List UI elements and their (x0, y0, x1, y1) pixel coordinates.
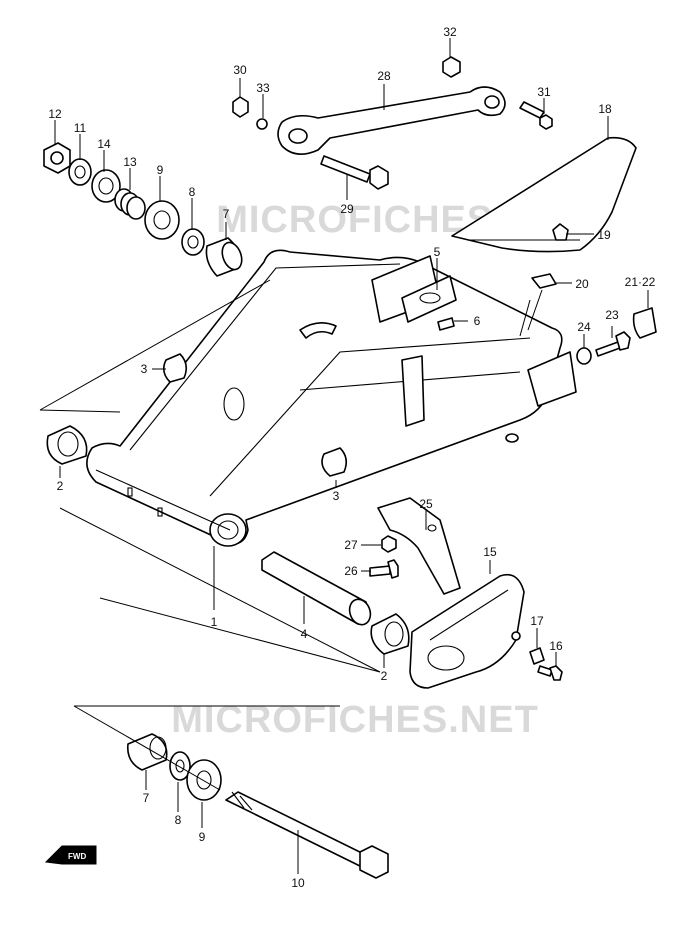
callout-14: 14 (97, 137, 111, 151)
nut-32 (442, 56, 461, 78)
callout-11: 11 (74, 121, 87, 135)
chain-cover-18 (451, 136, 637, 289)
callout-32: 32 (443, 25, 457, 39)
spring-13 (114, 188, 146, 220)
nut-21-22 (632, 307, 657, 339)
screw-19 (552, 223, 569, 241)
bracket-5 (401, 275, 457, 323)
callout-23: 23 (605, 308, 619, 322)
callout-17: 17 (530, 614, 544, 628)
clip-20 (531, 273, 557, 289)
callout-1: 1 (211, 615, 218, 629)
washer-8b (169, 751, 191, 781)
pipe-4 (261, 551, 372, 626)
callout-10: 10 (291, 876, 305, 890)
bearing-2a (46, 425, 88, 465)
callout-8-lower: 8 (175, 813, 182, 827)
callout-12: 12 (48, 107, 62, 121)
bearing-stack-left (43, 142, 243, 277)
axle-10 (225, 791, 389, 879)
fwd-arrow-icon: FWD (44, 845, 97, 865)
cushion-rod-28 (232, 56, 553, 190)
callout-24: 24 (577, 320, 591, 334)
callout-21-22: 21·22 (625, 275, 656, 289)
bolt-16 (537, 665, 563, 681)
spacer-3b (321, 447, 348, 477)
callout-27: 27 (344, 538, 358, 552)
nut-30 (232, 96, 249, 118)
leader-lines (39, 38, 649, 874)
washer-33 (256, 118, 268, 130)
callout-25: 25 (419, 497, 433, 511)
callout-9-upper: 9 (157, 163, 164, 177)
callout-7-upper: 7 (223, 207, 230, 221)
callout-29: 29 (340, 202, 354, 216)
callout-26: 26 (344, 564, 358, 578)
callout-28: 28 (377, 69, 391, 83)
collar-9a (144, 200, 180, 240)
washer-24 (576, 347, 592, 365)
collar-17 (529, 647, 545, 665)
right-hardware (576, 307, 657, 365)
callout-19: 19 (597, 228, 611, 242)
callout-3-lower: 3 (333, 489, 340, 503)
bearing-2b (370, 613, 410, 655)
watermark-lower: MICROFICHES.NET (171, 699, 539, 741)
callout-5: 5 (434, 245, 441, 259)
bolt-26 (369, 559, 399, 579)
callout-15: 15 (483, 545, 497, 559)
bolt-31 (519, 101, 553, 130)
fwd-label: FWD (68, 852, 86, 861)
callout-6: 6 (474, 314, 481, 328)
callout-18: 18 (598, 102, 612, 116)
swingarm-1 (86, 249, 577, 547)
callout-labels: 12 11 14 13 9 8 7 30 33 28 32 31 29 18 1… (48, 25, 655, 890)
callout-8-upper: 8 (189, 185, 196, 199)
collar-9b (186, 759, 222, 801)
callout-7-lower: 7 (143, 791, 150, 805)
callout-20: 20 (575, 277, 589, 291)
bolt-23 (595, 331, 631, 357)
spacer-7b (126, 733, 168, 771)
callout-30: 30 (233, 63, 247, 77)
callout-2-lower: 2 (381, 669, 388, 683)
callout-2-upper: 2 (57, 479, 64, 493)
callout-4: 4 (301, 627, 308, 641)
washer-11 (68, 158, 92, 186)
callout-16: 16 (549, 639, 563, 653)
bolt-29 (320, 155, 389, 190)
washer-8a (181, 228, 205, 256)
callout-13: 13 (123, 155, 137, 169)
bearing-14 (91, 169, 121, 203)
callout-9-lower: 9 (199, 830, 206, 844)
bolt-6 (437, 317, 455, 331)
callout-31: 31 (537, 85, 551, 99)
nut-27 (381, 535, 397, 553)
callout-3-upper: 3 (141, 362, 148, 376)
bracket-25 (377, 497, 461, 595)
spacer-3a (162, 353, 188, 383)
callout-33: 33 (256, 81, 270, 95)
chain-guide-15 (409, 573, 525, 689)
